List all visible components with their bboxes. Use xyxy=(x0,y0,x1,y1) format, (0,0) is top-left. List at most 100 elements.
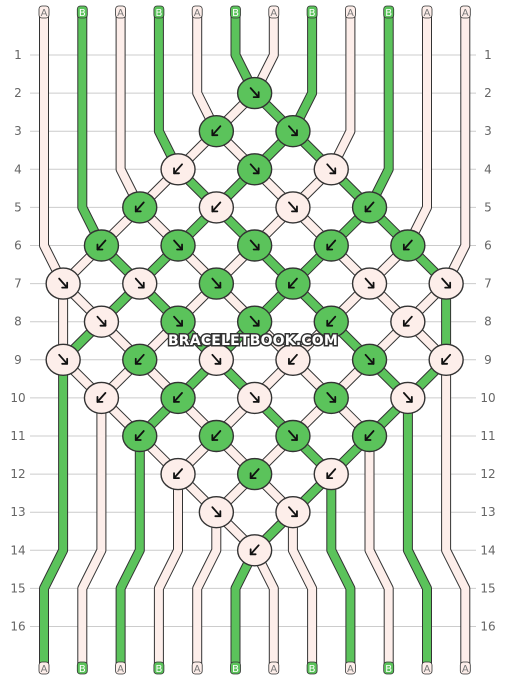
arrow-down-right-icon xyxy=(288,201,298,213)
knot xyxy=(198,496,235,529)
arrow-head xyxy=(249,548,257,556)
arrow-head xyxy=(214,510,222,518)
arrow-shaft xyxy=(288,201,298,213)
arrow-head xyxy=(96,396,104,403)
arrow-down-left-icon xyxy=(173,163,183,175)
knot xyxy=(275,267,311,300)
watermark-text: BRACELETBOOK.COM xyxy=(168,333,338,349)
arrow-shaft xyxy=(288,506,298,518)
row-label: 16 xyxy=(480,620,495,634)
arrow-shaft xyxy=(211,125,222,137)
knot xyxy=(160,229,196,262)
strand-label-top-badge xyxy=(421,5,433,19)
arrow-down-right-icon xyxy=(288,506,298,518)
arrow-shaft xyxy=(364,277,375,289)
arrow-head xyxy=(252,319,260,327)
strand-label-top: A xyxy=(462,8,469,19)
arrow-head xyxy=(252,167,260,175)
arrow-shaft xyxy=(402,392,413,403)
row-label: 4 xyxy=(484,162,492,176)
knot xyxy=(198,267,235,300)
arrow-shaft xyxy=(326,163,337,175)
strand-label-bottom-badge xyxy=(344,661,356,675)
arrow-shaft xyxy=(211,506,222,518)
knot xyxy=(236,305,273,338)
arrow-shaft xyxy=(364,430,375,441)
arrow-down-right-icon xyxy=(134,277,145,289)
arrow-head xyxy=(211,129,219,137)
knot xyxy=(390,229,426,262)
arrow-head xyxy=(249,472,257,479)
strand-label-bottom: B xyxy=(79,664,86,675)
arrow-shaft xyxy=(288,277,298,289)
strand xyxy=(59,8,278,672)
arrow-shaft xyxy=(249,392,260,403)
knot xyxy=(313,229,349,262)
row-label: 5 xyxy=(14,200,22,214)
arrow-down-right-icon xyxy=(58,277,69,289)
arrow-head xyxy=(173,167,180,175)
strand-label-bottom-badge xyxy=(230,661,241,675)
strand-label-bottom: A xyxy=(347,664,354,675)
row-label: 3 xyxy=(484,124,492,138)
knot xyxy=(160,381,196,415)
knot xyxy=(45,267,81,300)
strand-label-bottom: A xyxy=(462,664,469,675)
row-label: 15 xyxy=(10,581,25,595)
arrow-head xyxy=(291,434,298,441)
knot xyxy=(313,305,349,338)
knot xyxy=(160,305,196,338)
knot xyxy=(428,343,464,376)
arrow-shaft xyxy=(211,201,222,213)
strand-label-bottom-badge xyxy=(76,661,88,675)
arrow-down-right-icon xyxy=(364,277,375,289)
arrow-down-right-icon xyxy=(326,163,337,175)
arrow-head xyxy=(367,281,375,289)
arrow-head xyxy=(134,434,142,441)
arrow-head xyxy=(252,396,260,403)
arrow-shaft xyxy=(249,315,260,327)
arrow-down-right-icon xyxy=(211,506,222,518)
strand-label-bottom: A xyxy=(194,664,201,675)
arrow-head xyxy=(291,510,298,518)
arrow-shaft xyxy=(441,277,452,289)
knot xyxy=(313,381,349,415)
arrow-down-left-icon xyxy=(364,201,375,213)
arrow-head xyxy=(252,243,260,251)
arrow-head xyxy=(402,243,410,251)
strand-label-top-badge xyxy=(268,5,280,19)
arrow-down-right-icon xyxy=(364,353,375,365)
arrow-down-right-icon xyxy=(249,87,260,98)
arrow-head xyxy=(214,357,222,365)
arrow-head xyxy=(367,357,375,365)
knot xyxy=(313,153,349,186)
arrow-shaft xyxy=(249,239,260,251)
row-label: 12 xyxy=(10,467,25,481)
knot xyxy=(122,419,158,453)
arrow-head xyxy=(176,319,183,327)
arrow-shaft xyxy=(364,201,375,213)
strand-label-top-badge xyxy=(306,5,318,19)
strand-label-bottom: A xyxy=(117,664,124,675)
knot xyxy=(198,419,235,453)
arrow-shaft xyxy=(134,430,145,441)
knot xyxy=(122,267,158,300)
strand-label-top: B xyxy=(79,8,86,19)
arrow-head xyxy=(252,91,260,98)
strand-label-bottom: B xyxy=(232,664,239,675)
strand-label-top: A xyxy=(347,8,354,19)
arrow-down-right-icon xyxy=(211,353,222,365)
row-label: 15 xyxy=(480,581,495,595)
arrow-head xyxy=(329,167,337,175)
arrow-shaft xyxy=(249,544,260,556)
row-label: 4 xyxy=(14,162,22,176)
row-label: 1 xyxy=(484,48,492,62)
strand xyxy=(231,8,451,672)
arrow-down-left-icon xyxy=(173,392,183,403)
knot-grid xyxy=(45,76,464,567)
arrow-shaft xyxy=(173,468,183,479)
arrow-down-left-icon xyxy=(173,468,183,479)
arrow-head xyxy=(288,357,295,365)
arrow-head xyxy=(329,396,337,403)
